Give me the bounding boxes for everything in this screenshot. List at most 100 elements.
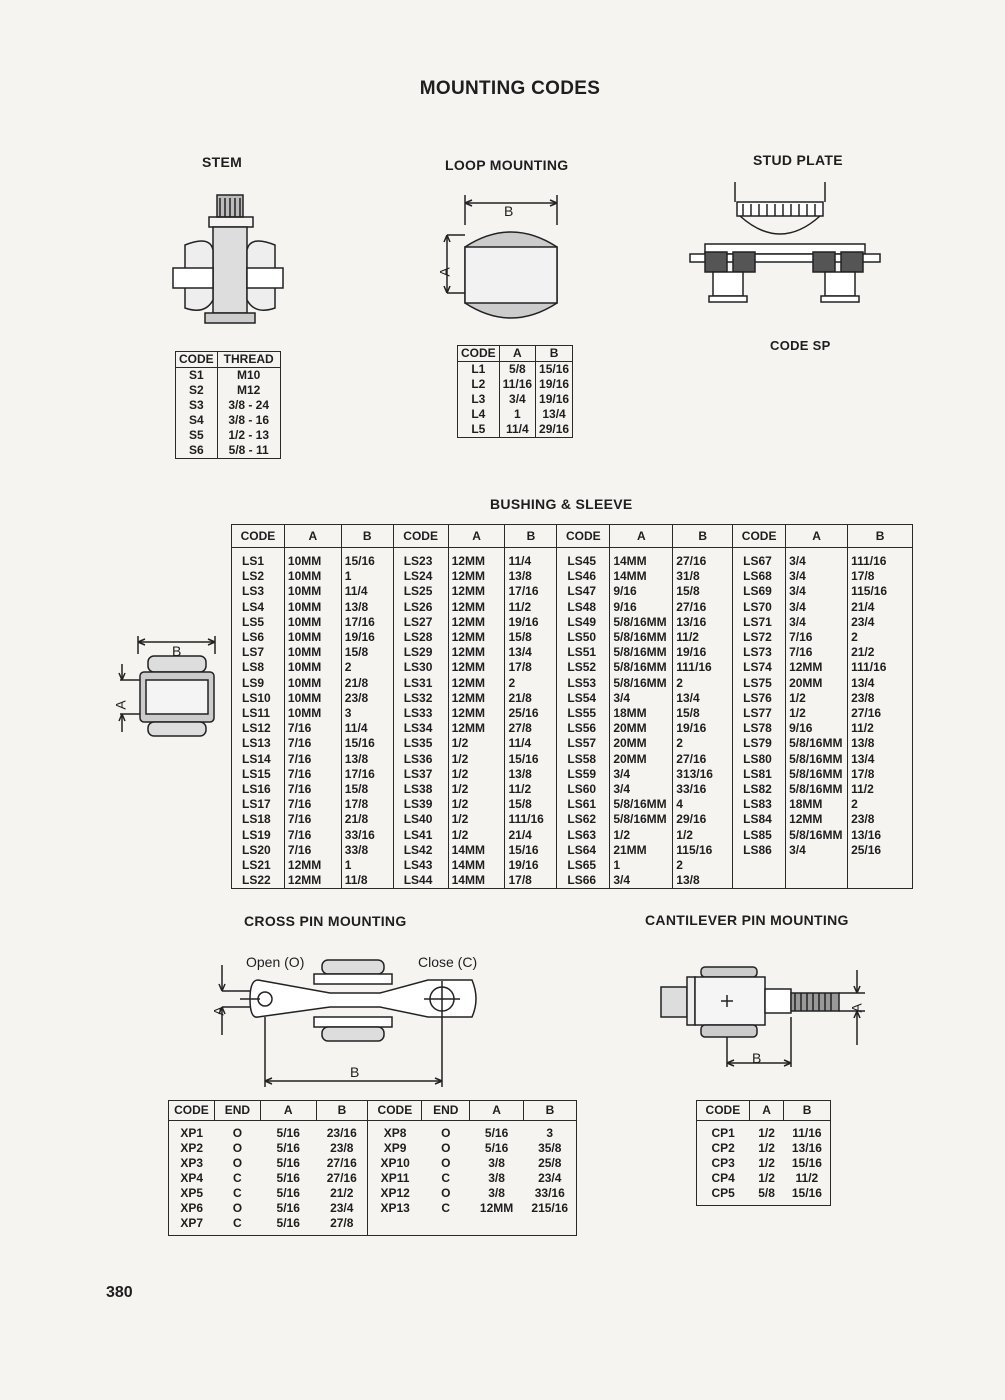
bushing-a: 1/2	[447, 797, 505, 813]
bushing-a: 5/8/16MM	[785, 766, 848, 783]
open-label: Open (O)	[246, 954, 305, 970]
bushing-b: 17/8	[340, 797, 394, 813]
stem-code: S3	[188, 398, 204, 412]
bushing-b: 11/4	[340, 584, 394, 600]
cross-pin-a: 3/8	[488, 1156, 505, 1170]
bushing-b: 19/16	[504, 614, 557, 631]
cross-pin-a: 5/16	[276, 1201, 300, 1215]
loop-b: 19/16	[535, 377, 573, 392]
loop-b: 13/4	[535, 407, 573, 422]
bushing-b: 17/8	[847, 569, 913, 585]
stem-code: S1	[188, 368, 204, 382]
bushing-code: LS2	[242, 569, 265, 584]
bushing-a: 1/2	[447, 827, 505, 843]
bushing-b: 25/16	[847, 842, 913, 859]
bushing-code: LS39	[392, 797, 449, 813]
cantilever-a: 1/2	[758, 1126, 775, 1140]
bushing-a: 9/16	[609, 584, 673, 600]
bushing-code: LS86	[732, 842, 786, 859]
cross-pin-b: 21/2	[330, 1186, 354, 1200]
cantilever-header-a: A	[748, 1100, 785, 1121]
bushing-a: 9/16	[785, 721, 848, 737]
bushing-code: LS62	[556, 812, 610, 828]
bushing-code: LS43	[392, 858, 449, 874]
loop-a: 11/16	[498, 377, 536, 392]
bushing-b: 13/8	[340, 751, 394, 767]
bushing-a: 7/16	[283, 797, 342, 813]
stem-thread: 3/8 - 24	[216, 398, 281, 413]
bushing-a: 1/2	[447, 812, 505, 828]
cross-pin-header-code: CODE	[367, 1100, 423, 1121]
stem-thread: 5/8 - 11	[216, 443, 281, 459]
bushing-a: 12MM	[447, 706, 505, 722]
bushing-b: 11/2	[504, 599, 557, 615]
bushing-b: 1/2	[672, 827, 733, 843]
loop-b: 29/16	[535, 422, 573, 438]
table-row: S3 3/8 - 24	[176, 398, 281, 413]
cross-pin-a: 5/16	[276, 1216, 300, 1230]
bushing-code: LS34	[392, 721, 449, 737]
cross-pin-code: XP5	[180, 1186, 204, 1200]
cross-pin-end: O	[441, 1156, 451, 1170]
bushing-code: LS45	[556, 547, 610, 570]
bushing-code: LS24	[392, 569, 449, 585]
bushing-a: 3/4	[785, 569, 848, 585]
bushing-b: 13/8	[340, 599, 394, 615]
loop-code: L4	[471, 407, 486, 421]
bushing-a	[785, 858, 848, 874]
bushing-b: 2	[672, 858, 733, 874]
cross-pin-end: O	[441, 1186, 451, 1200]
cross-pin-a: 12MM	[479, 1201, 514, 1215]
bushing-a: 7/16	[283, 751, 342, 767]
loop-b: 15/16	[535, 361, 573, 377]
cross-pin-header-end: END	[213, 1100, 261, 1121]
bushing-code: LS29	[392, 645, 449, 661]
bushing-code: LS26	[392, 599, 449, 615]
stem-thread: 1/2 - 13	[216, 428, 281, 443]
cross-pin-code: XP7	[180, 1216, 204, 1230]
cross-pin-a: 5/16	[484, 1126, 509, 1140]
bushing-header-b: B	[847, 524, 913, 548]
cross-pin-a: 5/16	[276, 1186, 300, 1200]
bushing-code: LS1	[242, 554, 265, 568]
bushing-code: LS3	[242, 584, 265, 599]
cross-pin-drawing	[218, 959, 477, 1087]
bushing-a: 20MM	[609, 751, 673, 767]
bushing-drawing	[118, 636, 216, 737]
bushing-b: 15/16	[340, 547, 394, 570]
cross-pin-header-a: A	[469, 1100, 525, 1121]
bushing-header-code: CODE	[392, 524, 449, 548]
bushing-b: 15/16	[504, 842, 557, 859]
bushing-a: 12MM	[447, 690, 505, 707]
cantilever-b: 11/2	[795, 1171, 819, 1185]
bushing-b: 19/16	[340, 630, 394, 646]
bushing-a: 1/2	[609, 827, 673, 843]
bushing-a: 10MM	[283, 614, 342, 631]
cross-pin-end: O	[441, 1141, 451, 1155]
bushing-a: 5/8/16MM	[609, 614, 673, 631]
bushing-b: 11/2	[847, 782, 913, 798]
bushing-b: 13/8	[504, 766, 557, 783]
bushing-a: 3/4	[785, 599, 848, 615]
bushing-b: 33/16	[672, 782, 733, 798]
bushing-a: 12MM	[447, 569, 505, 585]
bushing-a: 20MM	[609, 721, 673, 737]
bushing-b: 15/8	[340, 782, 394, 798]
bushing-b: 27/16	[847, 706, 913, 722]
bushing-b: 23/8	[847, 812, 913, 828]
cross-pin-end: C	[441, 1171, 451, 1185]
